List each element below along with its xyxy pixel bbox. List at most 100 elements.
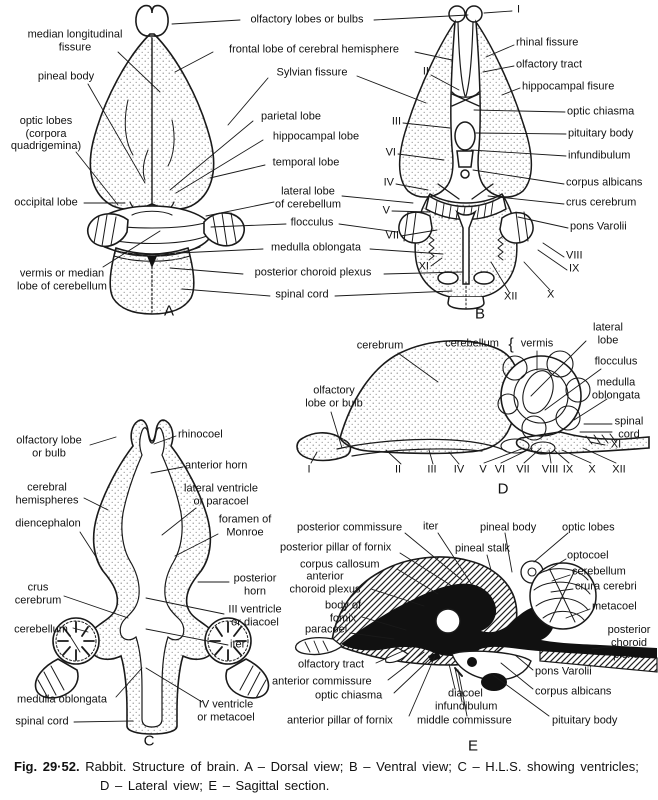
leader-line-a-0 <box>117 51 161 93</box>
leader-line-mid-12 <box>338 223 398 233</box>
leader-line-mid-0 <box>171 19 241 25</box>
optocoel-e <box>527 567 537 577</box>
leader-line-e-11 <box>361 616 407 631</box>
leader-line-d-9 <box>310 451 318 464</box>
leader-line-e-15 <box>375 646 413 664</box>
cerebellum-right-flap-c <box>225 658 270 699</box>
sulci-lines-a <box>124 99 175 181</box>
leader-line-e-9 <box>370 588 425 607</box>
olfactory-bulb-right-b <box>465 5 483 23</box>
pituitary-b <box>454 121 476 151</box>
leader-line-e-17 <box>387 651 425 681</box>
cerebellum-fold-1-d <box>502 355 528 381</box>
leader-line-mid-13 <box>177 248 264 254</box>
leader-line-c-3 <box>63 595 129 619</box>
leader-line-e-19 <box>500 662 534 690</box>
leader-line-d-14 <box>500 447 533 464</box>
leader-line-b-12 <box>523 261 551 291</box>
paracoel-stripes-e <box>304 640 329 654</box>
cerebellum-left-ring-c <box>55 620 97 662</box>
leader-line-e-7 <box>396 568 439 595</box>
leader-line-c-11 <box>174 533 219 557</box>
leader-line-b-15 <box>430 74 460 91</box>
leader-line-d-8 <box>330 411 343 449</box>
leader-line-e-4 <box>399 552 453 587</box>
leader-line-d-4 <box>573 398 608 421</box>
cerebellum-left-flap-c <box>34 658 79 699</box>
leader-line-b-14 <box>430 257 443 267</box>
leader-line-e-16 <box>514 654 534 671</box>
leader-line-mid-2 <box>174 51 214 73</box>
leader-line-e-24 <box>492 674 550 717</box>
leader-lines-layer <box>63 10 617 723</box>
leader-line-d-19 <box>582 447 617 464</box>
vermis-oval-d <box>522 370 554 414</box>
leader-line-e-6 <box>545 558 567 572</box>
figure-caption: Fig. 29·52. Rabbit. Structure of brain. … <box>14 758 646 796</box>
leader-line-e-1 <box>437 532 473 586</box>
leader-line-c-7 <box>73 720 134 723</box>
olfactory-tract-band-d <box>336 438 507 457</box>
flocculus-right-stripes-a <box>212 212 237 247</box>
leader-line-e-10 <box>550 588 574 593</box>
leader-line-c-6 <box>115 667 143 698</box>
leader-line-e-13 <box>349 632 395 640</box>
root-loop-right-b <box>473 271 495 285</box>
leader-line-mid-16 <box>383 271 463 275</box>
leader-line-b-16 <box>402 122 451 129</box>
leader-line-e-0 <box>404 532 463 581</box>
leader-line-d-7 <box>589 441 606 446</box>
leader-line-d-15 <box>523 447 542 464</box>
leader-line-b-17 <box>397 153 445 161</box>
leader-line-mid-4 <box>227 77 269 126</box>
leader-line-b-4 <box>473 109 566 113</box>
cerebellum-main-d <box>500 355 582 437</box>
leader-line-d-12 <box>448 451 460 465</box>
leader-line-b-10 <box>542 242 565 258</box>
leader-line-b-7 <box>472 169 565 185</box>
corpus-albicans-e <box>467 657 477 667</box>
cerebrum-dome-d <box>339 339 519 455</box>
olfactory-tracts-b <box>457 21 474 97</box>
leader-line-c-1 <box>83 497 109 511</box>
leader-line-d-16 <box>548 449 552 464</box>
leader-line-e-23 <box>457 669 468 717</box>
leader-line-b-11 <box>537 249 568 271</box>
flocculus-right-stripes-b <box>515 211 529 244</box>
leader-line-mid-18 <box>334 290 453 297</box>
nerve-roots-right-b <box>497 235 504 261</box>
leader-line-a-2 <box>75 151 119 206</box>
leader-line-e-12 <box>565 608 591 619</box>
hls-ventricles-drawing <box>34 419 270 735</box>
middle-commissure-e <box>435 608 461 634</box>
ventricle-channel-e <box>341 583 657 658</box>
leader-line-c-14 <box>145 628 229 646</box>
nerve-roots-left-b <box>428 235 435 261</box>
leader-line-e-14 <box>591 645 617 650</box>
pituitary-e <box>481 673 507 691</box>
cerebellum-right-star-c <box>209 621 247 661</box>
infundibulum-b <box>456 150 474 168</box>
flocculus-left-stripes-a <box>93 214 117 247</box>
leader-line-d-2 <box>530 340 587 397</box>
root-loop-left-b <box>437 271 459 285</box>
leader-line-c-9 <box>150 466 184 474</box>
leader-line-mid-1 <box>373 14 469 21</box>
leader-line-b-18 <box>395 183 429 191</box>
paracoel-finger-e <box>294 637 344 656</box>
hemisphere-left-b <box>398 19 456 198</box>
leader-line-c-10 <box>161 507 197 536</box>
leader-line-mid-3 <box>414 51 453 61</box>
leader-line-c-8 <box>153 435 177 445</box>
leader-line-c-13 <box>145 597 225 615</box>
leader-line-b-6 <box>470 149 567 157</box>
olfactory-bulb-left-b <box>448 5 466 23</box>
cerebellum-left-flap-stripes-c <box>37 665 65 699</box>
leader-line-e-18 <box>393 657 432 694</box>
medulla-tail-d <box>515 431 650 455</box>
leader-line-d-18 <box>561 449 592 464</box>
leader-line-b-0 <box>483 10 513 14</box>
leader-line-b-13 <box>490 261 510 293</box>
leader-line-e-21 <box>454 667 463 703</box>
caption-text: Rabbit. Structure of brain. A – Dorsal v… <box>79 759 639 793</box>
